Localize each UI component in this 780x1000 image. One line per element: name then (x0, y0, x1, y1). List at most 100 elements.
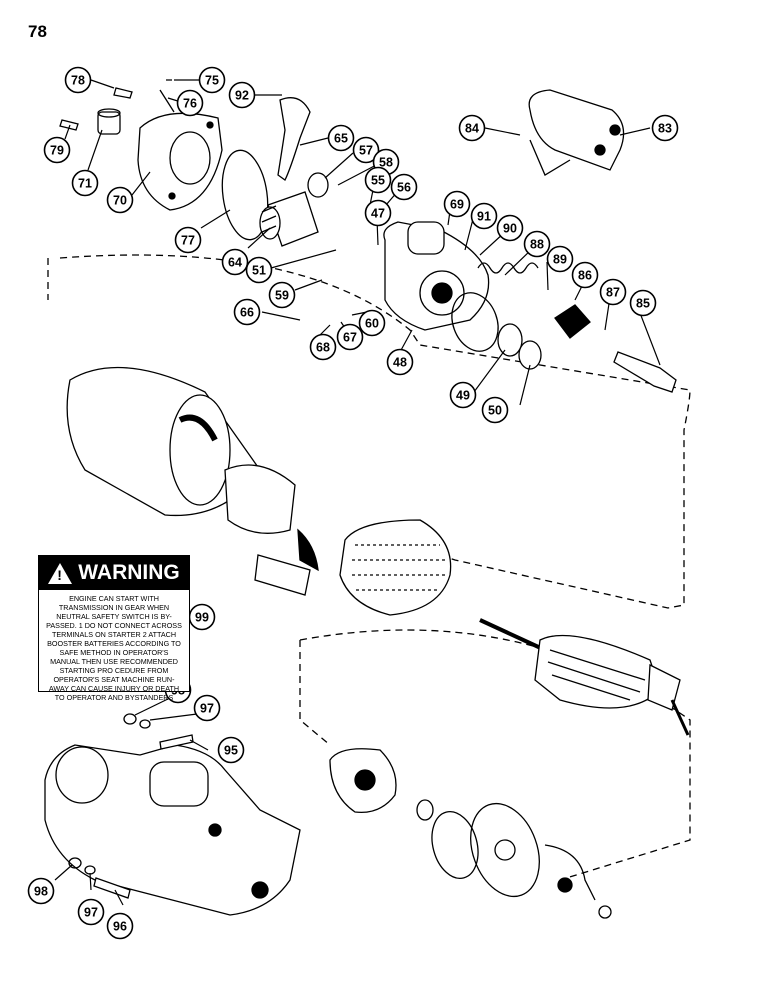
bushing-part (97, 108, 121, 135)
callout-label: 67 (343, 331, 357, 345)
callout-label: 85 (636, 297, 650, 311)
nose-housing-part (137, 112, 223, 211)
warning-text: ENGINE CAN START WITH TRANSMISSION IN GE… (46, 594, 182, 702)
warning-banner: ! WARNING (39, 556, 189, 590)
pin-part (159, 79, 175, 113)
washer-part (68, 857, 82, 869)
callout-96: 96 (106, 912, 134, 940)
callout-label: 48 (393, 356, 407, 370)
callout-90: 90 (496, 214, 524, 242)
callout-circle (71, 169, 99, 197)
callout-50: 50 (481, 396, 509, 424)
callout-circle (358, 309, 386, 337)
callout-70: 70 (106, 186, 134, 214)
pole-shoe-part (224, 464, 296, 534)
callout-label: 98 (34, 885, 48, 899)
callout-65: 65 (327, 124, 355, 152)
callout-label: 88 (530, 238, 544, 252)
plunger-spring-part (477, 262, 539, 274)
washer-part (139, 719, 151, 729)
callout-97: 97 (193, 694, 221, 722)
callout-circle (198, 66, 226, 94)
callout-label: 91 (477, 210, 491, 224)
shift-lever-part (277, 97, 311, 181)
callout-95: 95 (217, 736, 245, 764)
nut-part (557, 877, 573, 893)
pole-segment-part (297, 528, 319, 572)
callout-circle (106, 912, 134, 940)
callout-87: 87 (599, 278, 627, 306)
callout-circle (176, 89, 204, 117)
callout-circle (470, 202, 498, 230)
washer-part (123, 713, 137, 725)
callout-label: 87 (606, 286, 620, 300)
screw-part (113, 87, 133, 99)
callout-label: 51 (252, 264, 266, 278)
bushing-part (416, 799, 434, 821)
callout-75: 75 (198, 66, 226, 94)
callout-label: 97 (84, 906, 98, 920)
callout-circle (599, 278, 627, 306)
callout-76: 76 (176, 89, 204, 117)
callout-label: 68 (316, 341, 330, 355)
callout-label: 55 (371, 174, 385, 188)
dashed-assembly-line (47, 254, 691, 609)
callout-circle (523, 230, 551, 258)
callout-60: 60 (358, 309, 386, 337)
callout-circle (364, 166, 392, 194)
callout-circle (43, 136, 71, 164)
callout-label: 96 (113, 920, 127, 934)
callout-64: 64 (221, 248, 249, 276)
callout-circle (443, 190, 471, 218)
callout-circle (193, 694, 221, 722)
callout-circle (458, 114, 486, 142)
callout-label: 57 (359, 144, 373, 158)
callout-59: 59 (268, 281, 296, 309)
callout-78: 78 (64, 66, 92, 94)
callout-circle (268, 281, 296, 309)
callout-circle (364, 199, 392, 227)
callout-56: 56 (390, 173, 418, 201)
callout-label: 65 (334, 132, 348, 146)
callout-label: 90 (503, 222, 517, 236)
insulator-strip-part (254, 554, 311, 596)
callout-85: 85 (629, 289, 657, 317)
callout-circle (64, 66, 92, 94)
o-ring-part (451, 292, 499, 352)
drive-pinion-part (259, 191, 319, 247)
bolt-part (93, 877, 131, 899)
field-coils-part (339, 519, 452, 616)
callout-label: 49 (456, 389, 470, 403)
callout-circle (390, 173, 418, 201)
callout-69: 69 (443, 190, 471, 218)
callout-label: 66 (240, 306, 254, 320)
callout-49: 49 (449, 381, 477, 409)
callout-47: 47 (364, 199, 392, 227)
callout-67: 67 (336, 323, 364, 351)
callout-89: 89 (546, 245, 574, 273)
nut-part (598, 905, 612, 919)
callout-circle (221, 248, 249, 276)
sleeve-part (497, 323, 542, 370)
callout-label: 70 (113, 194, 127, 208)
field-frame-part (66, 366, 261, 517)
callout-circle (449, 381, 477, 409)
plunger-part (554, 304, 591, 339)
callout-label: 56 (397, 181, 411, 195)
callout-circle (228, 81, 256, 109)
callout-label: 99 (195, 611, 209, 625)
commutator-end-frame-part (470, 802, 540, 898)
callout-48: 48 (386, 348, 414, 376)
callout-66: 66 (233, 298, 261, 326)
callout-label: 47 (371, 207, 385, 221)
plug-part (59, 119, 79, 131)
callout-label: 69 (450, 198, 464, 212)
armature-part (479, 618, 690, 736)
callout-circle (651, 114, 679, 142)
warning-decal: ! WARNING ENGINE CAN START WITH TRANSMIS… (38, 555, 190, 702)
callout-label: 79 (50, 144, 64, 158)
warning-triangle-icon: ! (48, 562, 73, 584)
callout-circle (217, 736, 245, 764)
callout-68: 68 (309, 333, 337, 361)
